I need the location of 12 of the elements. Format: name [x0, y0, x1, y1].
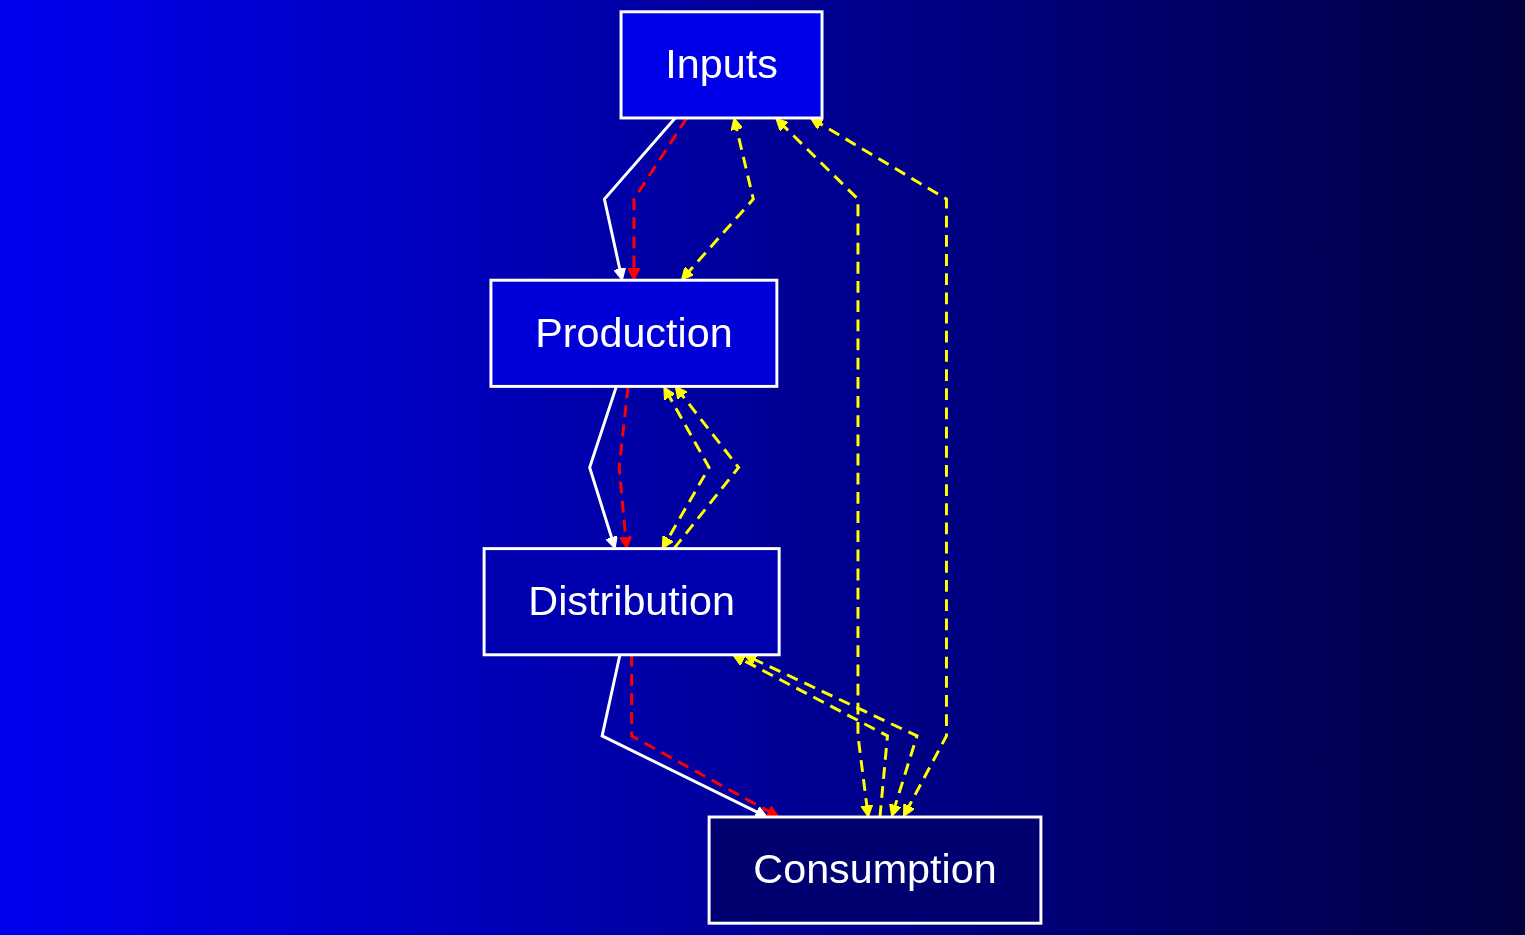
- arrow: [775, 117, 874, 818]
- arrow: [732, 654, 890, 818]
- arrow: [602, 117, 677, 281]
- arrow: [630, 654, 780, 818]
- node-box: Inputs: [619, 10, 824, 120]
- arrow: [627, 117, 689, 281]
- node-box: Production: [489, 278, 779, 388]
- arrow: [809, 117, 948, 818]
- arrow: [680, 117, 755, 281]
- node-box: Distribution: [482, 547, 781, 657]
- arrow: [600, 654, 768, 818]
- node-box: Consumption: [707, 815, 1043, 925]
